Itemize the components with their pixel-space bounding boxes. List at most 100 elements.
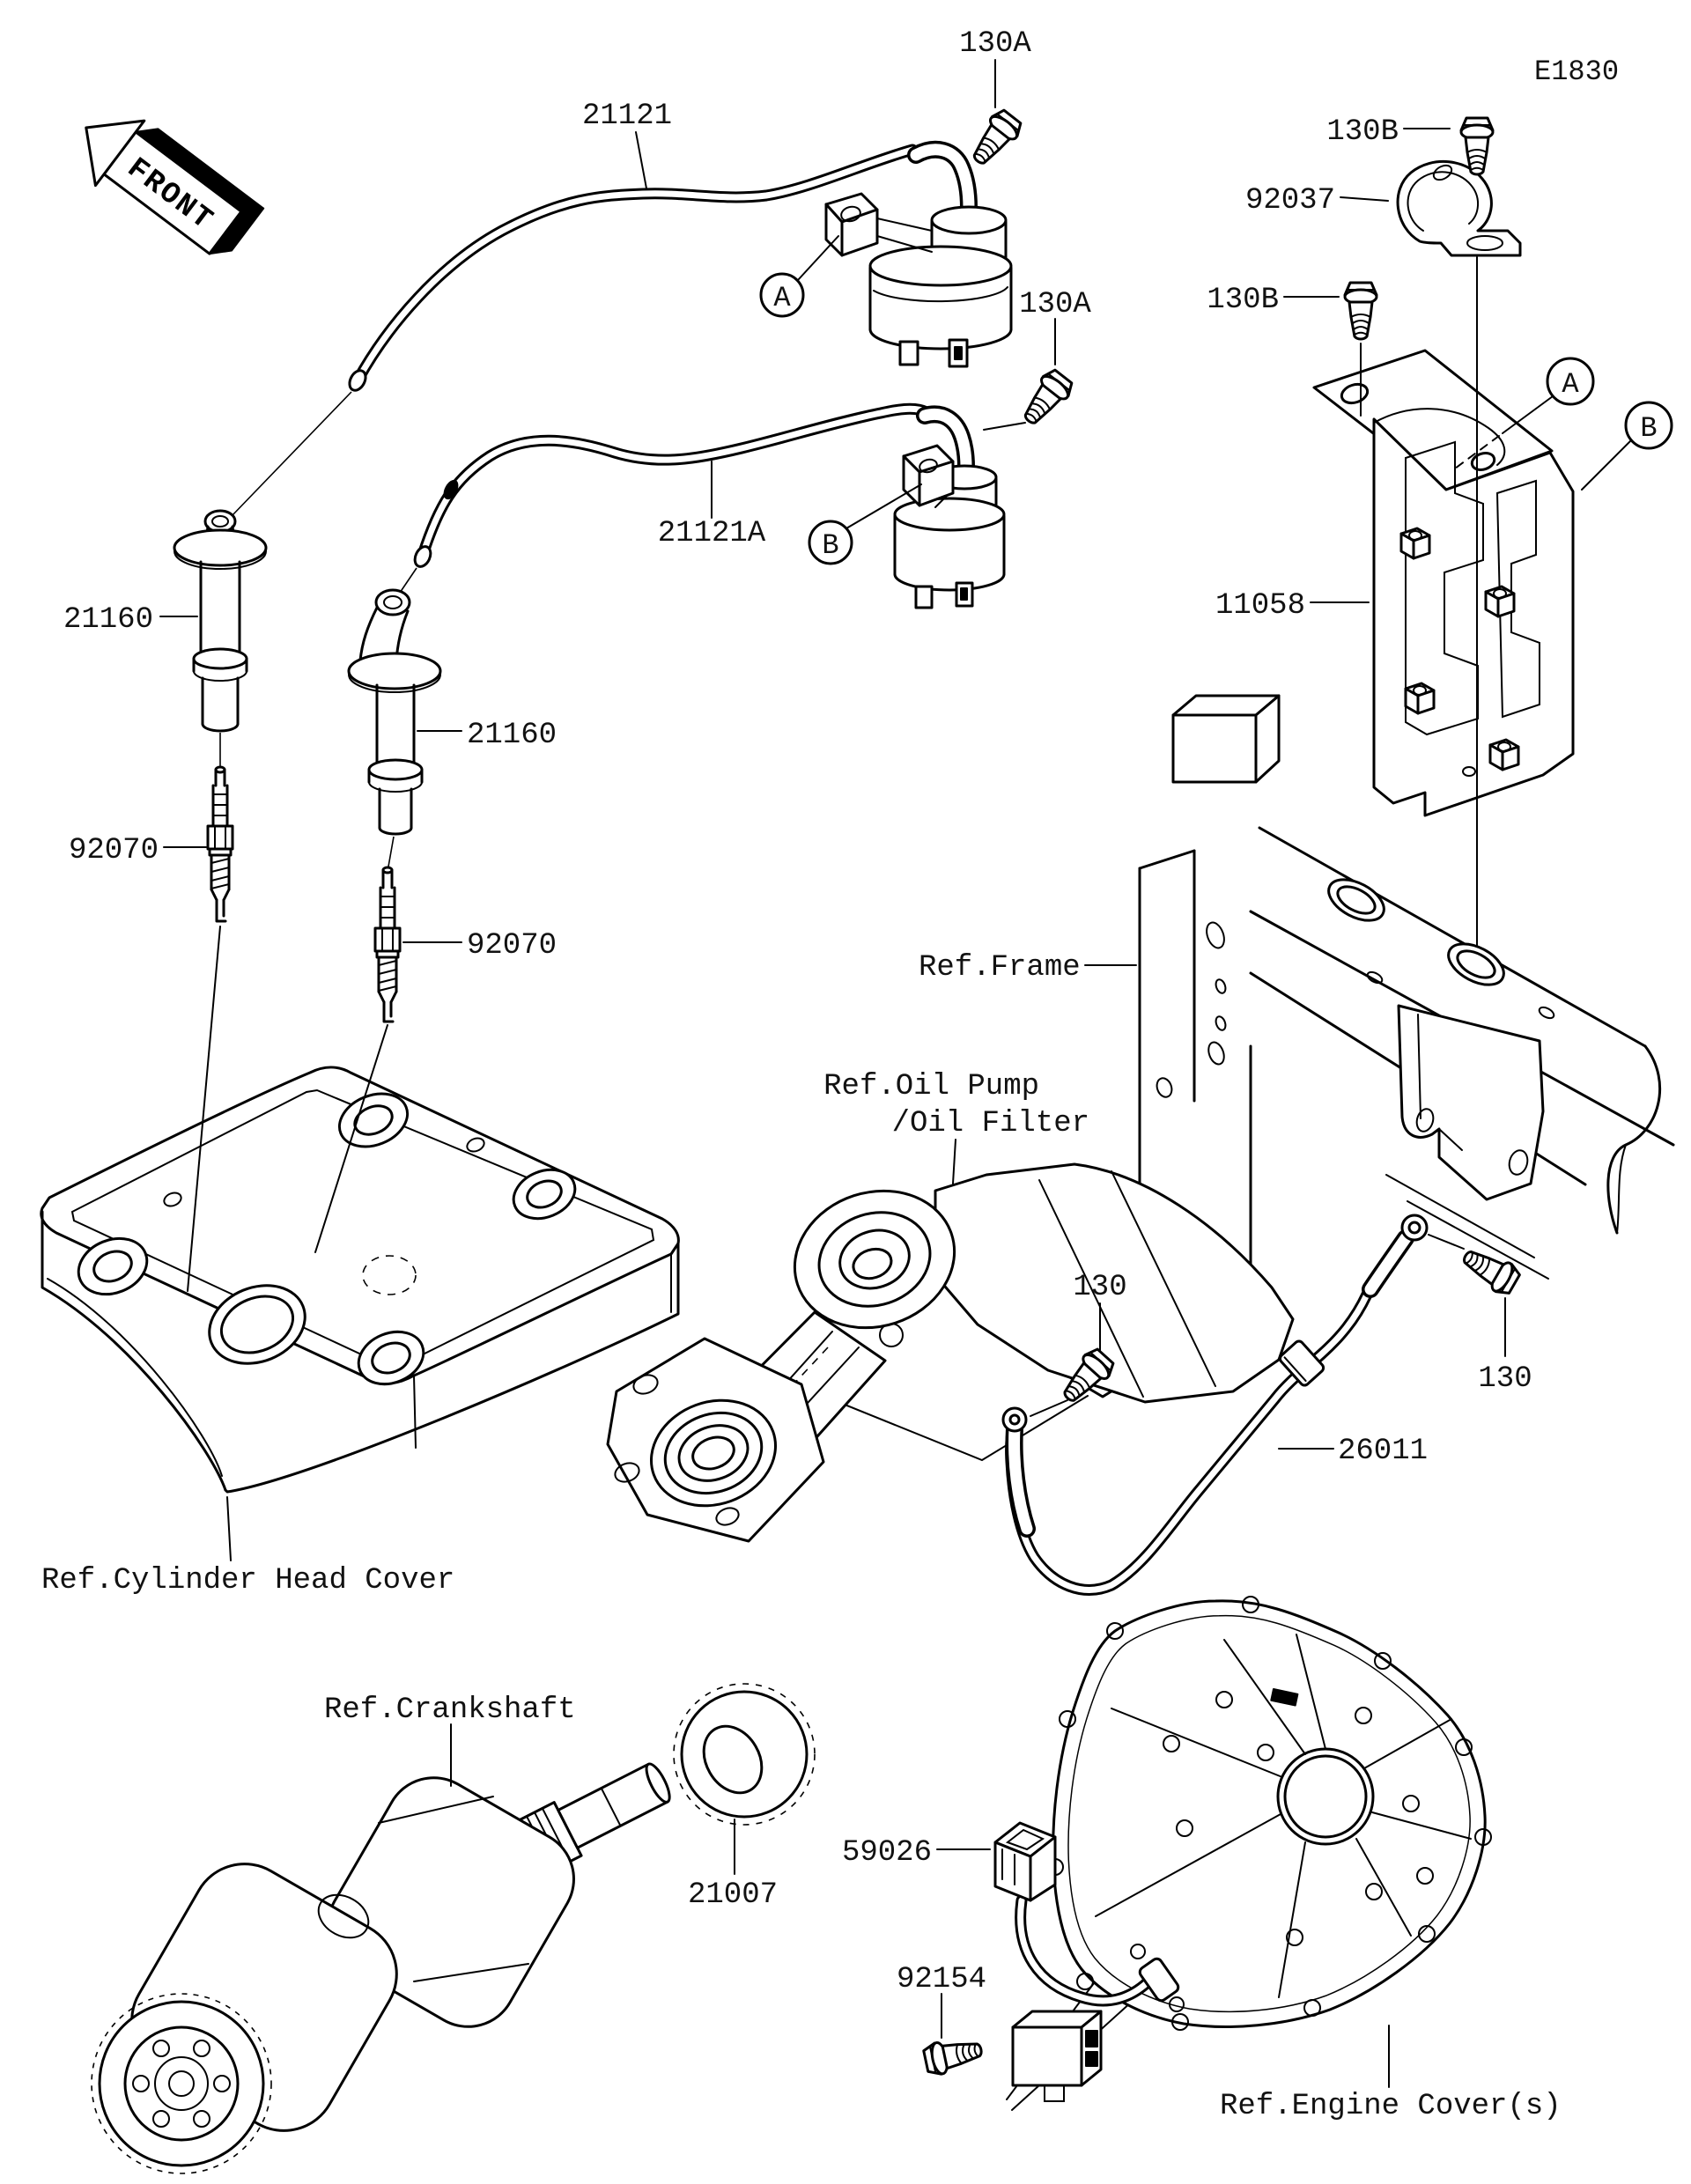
part-label-11058: 11058 bbox=[1215, 589, 1305, 623]
clamp-slot bbox=[1466, 235, 1503, 251]
coil-b-elbow bbox=[919, 409, 972, 473]
part-label-130-right: 130 bbox=[1478, 1362, 1532, 1396]
frame-hanger-fold-lines bbox=[1417, 1014, 1463, 1151]
ground-cable-clamp bbox=[1278, 1339, 1325, 1387]
frame-post-top-edge bbox=[1138, 849, 1196, 870]
ref-label-frame: Ref.Frame bbox=[919, 951, 1081, 985]
bracket-bottom-hole bbox=[1462, 766, 1476, 777]
ground-cable-ring-bottom bbox=[1001, 1406, 1028, 1433]
crankshaft-ref: 21007 Ref.Crankshaft bbox=[91, 1683, 816, 2174]
bracket-channel-left bbox=[1405, 440, 1484, 736]
ignition-coil-a-group: 21121 A bbox=[231, 27, 1031, 517]
drawing-code: E1830 bbox=[1534, 55, 1619, 88]
ground-cable-sleeve-top bbox=[1364, 1232, 1412, 1295]
plug-cap-left bbox=[173, 509, 268, 733]
coil-lead-21121-cut-end bbox=[348, 369, 367, 392]
engine-cover-bolt-bosses bbox=[1163, 1691, 1434, 1946]
oil-pump-mount-flange bbox=[606, 1337, 825, 1543]
clamp-band bbox=[1396, 159, 1522, 257]
part-label-92037: 92037 bbox=[1245, 184, 1335, 218]
part-label-21121a: 21121A bbox=[658, 517, 766, 550]
oil-pump-housing bbox=[934, 1162, 1295, 1404]
coil-b-body-bottom bbox=[893, 572, 1006, 592]
badge-a2-circle bbox=[1546, 357, 1595, 406]
frame-gusset-lines bbox=[1385, 1174, 1549, 1280]
badge-a2-leader bbox=[1502, 395, 1554, 434]
frame-tab-side bbox=[1254, 694, 1281, 784]
ref-label-crankshaft: Ref.Crankshaft bbox=[324, 1693, 576, 1727]
label-head-cover-leader bbox=[226, 1496, 232, 1561]
plug-cap-right-flange bbox=[347, 652, 442, 690]
badge-b2-circle bbox=[1624, 401, 1673, 450]
coil-lead-21121a bbox=[419, 405, 930, 558]
coil-lead-21121 bbox=[354, 146, 916, 384]
coil-b-terminals bbox=[914, 581, 974, 609]
part-label-92070-left: 92070 bbox=[69, 834, 159, 867]
ref-label-oil-pump-line1: Ref.Oil Pump bbox=[823, 1070, 1039, 1103]
frame-small-oval-1 bbox=[1366, 970, 1384, 985]
ignition-coil-b bbox=[893, 405, 1006, 609]
ground-cable-sleeve-bottom bbox=[1008, 1422, 1033, 1535]
frame-hole-5 bbox=[1156, 1077, 1173, 1098]
ecu-bracket-group: 130B 130B 92037 11058 A B bbox=[1207, 115, 1673, 1020]
frame-hole-2 bbox=[1215, 978, 1227, 994]
frame-beam-top-edge bbox=[1258, 826, 1647, 1048]
coil-b-mount-lug bbox=[902, 444, 955, 508]
badge-a2: A bbox=[1562, 368, 1579, 401]
coil-a-terminals bbox=[898, 338, 969, 368]
frame-beam-break-inner bbox=[1616, 1144, 1627, 1234]
part-label-21121: 21121 bbox=[582, 100, 672, 133]
clamp-top-hole bbox=[1432, 164, 1453, 181]
pickup-screw-boss-1 bbox=[1130, 1944, 1146, 1959]
label-oil-pump-leader bbox=[952, 1139, 956, 1184]
part-label-92070-right: 92070 bbox=[467, 929, 557, 963]
clamp-92037 bbox=[1396, 159, 1522, 257]
timing-sprocket-21007 bbox=[673, 1683, 816, 1826]
plug-right-gap-line bbox=[388, 836, 395, 867]
head-cover-right-side bbox=[224, 1242, 680, 1494]
bracket-recess-curve bbox=[1373, 408, 1506, 466]
badge-b1-circle bbox=[808, 520, 853, 565]
coil-a-tower-top bbox=[930, 205, 1008, 235]
part-label-59026: 59026 bbox=[842, 1836, 932, 1870]
frame-tab-front bbox=[1171, 713, 1258, 784]
part-label-26011: 26011 bbox=[1338, 1435, 1428, 1468]
spark-plug-left-hex bbox=[206, 824, 234, 851]
engine-cover-center-boss-inner bbox=[1283, 1754, 1368, 1839]
badge-a1: A bbox=[773, 282, 791, 314]
engine-cover-ribs bbox=[1095, 1634, 1472, 1998]
coil-lead-21121-core-line bbox=[231, 391, 352, 517]
ref-label-oil-pump-line2: /Oil Filter bbox=[892, 1107, 1089, 1140]
coil-a-body-band bbox=[873, 286, 1008, 303]
plug-cap-right bbox=[347, 588, 442, 836]
ref-label-cylinder-head-cover: Ref.Cylinder Head Cover bbox=[41, 1564, 454, 1597]
part-label-130a-1: 130A bbox=[959, 27, 1031, 61]
coil-a-lug-hole bbox=[840, 205, 861, 223]
coil-b-lug-hole bbox=[919, 458, 938, 474]
bracket-channel-right bbox=[1495, 479, 1540, 719]
ground-cable-ring-top bbox=[1400, 1214, 1429, 1242]
frame-hanger-hole-2 bbox=[1508, 1149, 1529, 1176]
plug-cap-left-flange bbox=[173, 528, 268, 567]
part-label-130b-1: 130B bbox=[1326, 115, 1399, 149]
bolt-130L-axis-leader bbox=[1030, 1399, 1068, 1417]
ignition-coil-a bbox=[824, 140, 1013, 368]
engine-cover-casting-mark bbox=[1270, 1687, 1299, 1707]
oil-pump-ref: Ref.Oil Pump /Oil Filter bbox=[606, 1070, 1295, 1543]
part-label-130a-2: 130A bbox=[1019, 288, 1091, 321]
badge-a2-leader-hidden bbox=[1451, 435, 1500, 472]
badge-b2-leader bbox=[1581, 439, 1632, 491]
frame-grommet-1-inner bbox=[1336, 885, 1377, 915]
engine-cover-inner-rim bbox=[1067, 1614, 1471, 2013]
coil-a-mount-lug bbox=[824, 192, 933, 257]
frame-hanger-bracket bbox=[1397, 1004, 1545, 1201]
pickup-wire bbox=[1017, 1897, 1154, 2004]
bracket-clipnut-2 bbox=[1484, 585, 1516, 618]
part-label-21007: 21007 bbox=[688, 1878, 778, 1912]
badge-a1-leader bbox=[797, 235, 839, 281]
bolt-130a2-axis-leader bbox=[983, 422, 1026, 431]
plug-right-to-cover-leader bbox=[314, 1024, 388, 1253]
frame-hole-3 bbox=[1215, 1015, 1227, 1031]
part-label-92154: 92154 bbox=[897, 1963, 986, 1996]
